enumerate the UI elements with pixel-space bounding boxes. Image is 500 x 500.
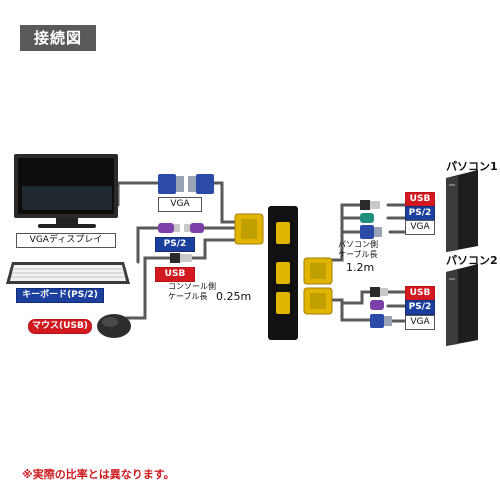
ps2-plug-pair-icon: [158, 223, 204, 233]
pc2-vga-label: VGA: [405, 315, 435, 330]
mouse-cable: [124, 256, 172, 320]
pc-connector-2-icon: [303, 287, 333, 315]
pc1-vga-label: VGA: [405, 220, 435, 235]
pc1-ps2-label: PS/2: [405, 206, 435, 221]
pc-cable-caption-line1: パソコン側: [338, 240, 378, 249]
usb-console-label: USB: [155, 267, 195, 282]
pc2-name: パソコン2: [446, 254, 498, 267]
kvm-switch-icon: [268, 206, 298, 340]
keyboard-icon: [6, 262, 130, 284]
pc1-name: パソコン1: [446, 160, 498, 173]
mouse-label: マウス(USB): [28, 319, 92, 334]
pc1-usb-label: USB: [405, 192, 435, 207]
pc2-plugs-icon: [370, 287, 392, 328]
pc2-cable: [328, 298, 372, 322]
pc2-usb-label: USB: [405, 286, 435, 301]
pc1-plugs-icon: [360, 200, 382, 239]
vga-plug-pair-icon: [158, 174, 214, 194]
ratio-note: ※実際の比率とは異なります。: [22, 468, 175, 481]
console-cable-caption-line2: ケーブル長: [168, 292, 208, 301]
vga-display-icon: [14, 154, 118, 228]
pc1-tower-icon: [446, 170, 478, 252]
pc-connector-1-icon: [303, 257, 333, 285]
pc2-ps2-label: PS/2: [405, 300, 435, 315]
monitor-vga-cable: [116, 181, 160, 207]
mouse-icon: [97, 314, 131, 338]
console-cable-length: 0.25m: [216, 290, 252, 303]
diagram-title: 接続図: [20, 25, 96, 51]
pc-cable-length: 1.2m: [346, 261, 375, 274]
ps2-console-label: PS/2: [155, 237, 195, 252]
console-connector-icon: [234, 213, 264, 245]
usb-console-cable: [188, 238, 237, 260]
vga-display-label: VGAディスプレイ: [16, 233, 116, 248]
pc2-tower-icon: [446, 264, 478, 346]
pc-cable-caption-line2: ケーブル長: [338, 250, 378, 259]
console-cable-caption-line1: コンソール側: [168, 282, 216, 291]
vga-top-label: VGA: [158, 197, 202, 212]
keyboard-label: キーボード(PS/2): [16, 288, 104, 303]
usb-plug-icon: [170, 253, 192, 263]
keyboard-cable: [136, 226, 162, 264]
